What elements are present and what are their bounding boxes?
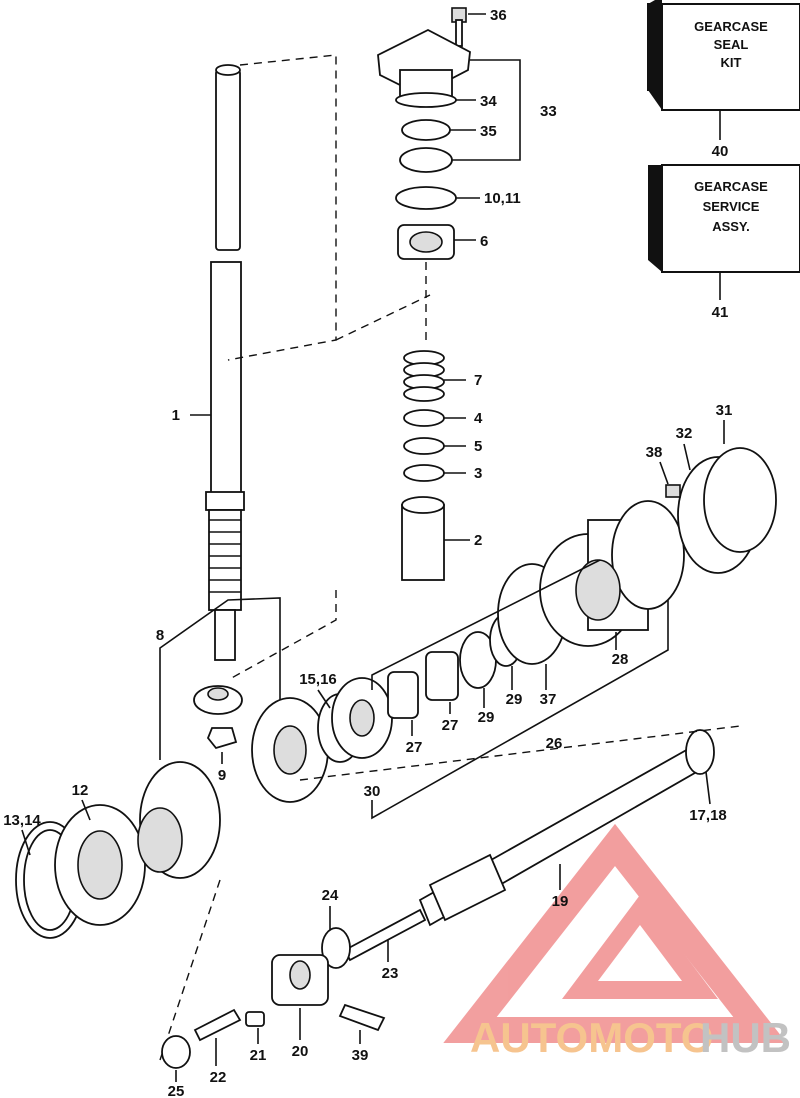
callout-28: 28 [612, 651, 629, 668]
callout-30: 30 [364, 783, 381, 800]
propeller-shaft [418, 729, 715, 927]
callout-25: 25 [168, 1083, 185, 1098]
upper-seal-stack [377, 7, 471, 260]
callout-34: 34 [480, 93, 497, 110]
callout-29-b: 29 [506, 691, 523, 708]
callout-35: 35 [480, 123, 497, 140]
forward-gear-assembly [15, 761, 221, 939]
kit-40-line-3: KIT [721, 55, 742, 70]
callout-17-18: 17,18 [689, 807, 727, 824]
callout-36: 36 [490, 7, 507, 24]
kit-41-line-1: GEARCASE [694, 179, 768, 194]
kit-41-line-3: ASSY. [712, 219, 750, 234]
callout-40: 40 [712, 143, 729, 160]
callout-13-14: 13,14 [3, 812, 41, 829]
callout-9: 9 [218, 767, 226, 784]
kit-40-line-2: SEAL [714, 37, 749, 52]
kit-box-41: GEARCASE SERVICE ASSY. 41 [648, 164, 800, 321]
callout-5: 5 [474, 438, 482, 455]
callout-19: 19 [552, 893, 569, 910]
callout-37: 37 [540, 691, 557, 708]
clutch-assembly [161, 908, 427, 1069]
kit-box-40: GEARCASE SEAL KIT 40 [647, 0, 800, 160]
callout-2: 2 [474, 532, 482, 549]
callout-15-16: 15,16 [299, 671, 337, 688]
callout-27-b: 27 [442, 717, 459, 734]
callout-21: 21 [250, 1047, 267, 1064]
callout-38: 38 [646, 444, 663, 461]
kit-40-line-1: GEARCASE [694, 19, 768, 34]
callout-1: 1 [172, 407, 180, 424]
reverse-gear-assembly [251, 677, 393, 803]
callout-41: 41 [712, 304, 729, 321]
watermark-part-a: AUTOMOTO [470, 1014, 713, 1061]
callout-23: 23 [382, 965, 399, 982]
bearing-carrier [539, 447, 777, 647]
callout-labels: 1 2 3 4 5 6 7 8 9 10,11 12 13,14 15,16 1… [3, 7, 732, 1098]
callout-20: 20 [292, 1043, 309, 1060]
drive-shaft [205, 64, 245, 661]
leader-lines [21, 13, 725, 1082]
pinion-gear [193, 685, 243, 750]
watermark-logo [443, 823, 787, 1043]
callout-4: 4 [474, 410, 483, 427]
kit-41-line-2: SERVICE [703, 199, 760, 214]
callout-33: 33 [540, 103, 557, 120]
callout-26: 26 [546, 735, 563, 752]
callout-27-a: 27 [406, 739, 423, 756]
callout-39: 39 [352, 1047, 369, 1064]
callout-12: 12 [72, 782, 89, 799]
callout-31: 31 [716, 402, 733, 419]
callout-24: 24 [322, 887, 339, 904]
callout-29-a: 29 [478, 709, 495, 726]
callout-7: 7 [474, 372, 482, 389]
callout-3: 3 [474, 465, 482, 482]
callout-6: 6 [480, 233, 488, 250]
callout-10-11: 10,11 [484, 190, 521, 207]
watermark-text: AUTOMOTO HUB [470, 1014, 791, 1061]
watermark-part-b: HUB [700, 1014, 791, 1061]
callout-22: 22 [210, 1069, 227, 1086]
callout-32: 32 [676, 425, 693, 442]
spring-ring-stack [401, 350, 445, 581]
callout-8: 8 [156, 627, 164, 644]
